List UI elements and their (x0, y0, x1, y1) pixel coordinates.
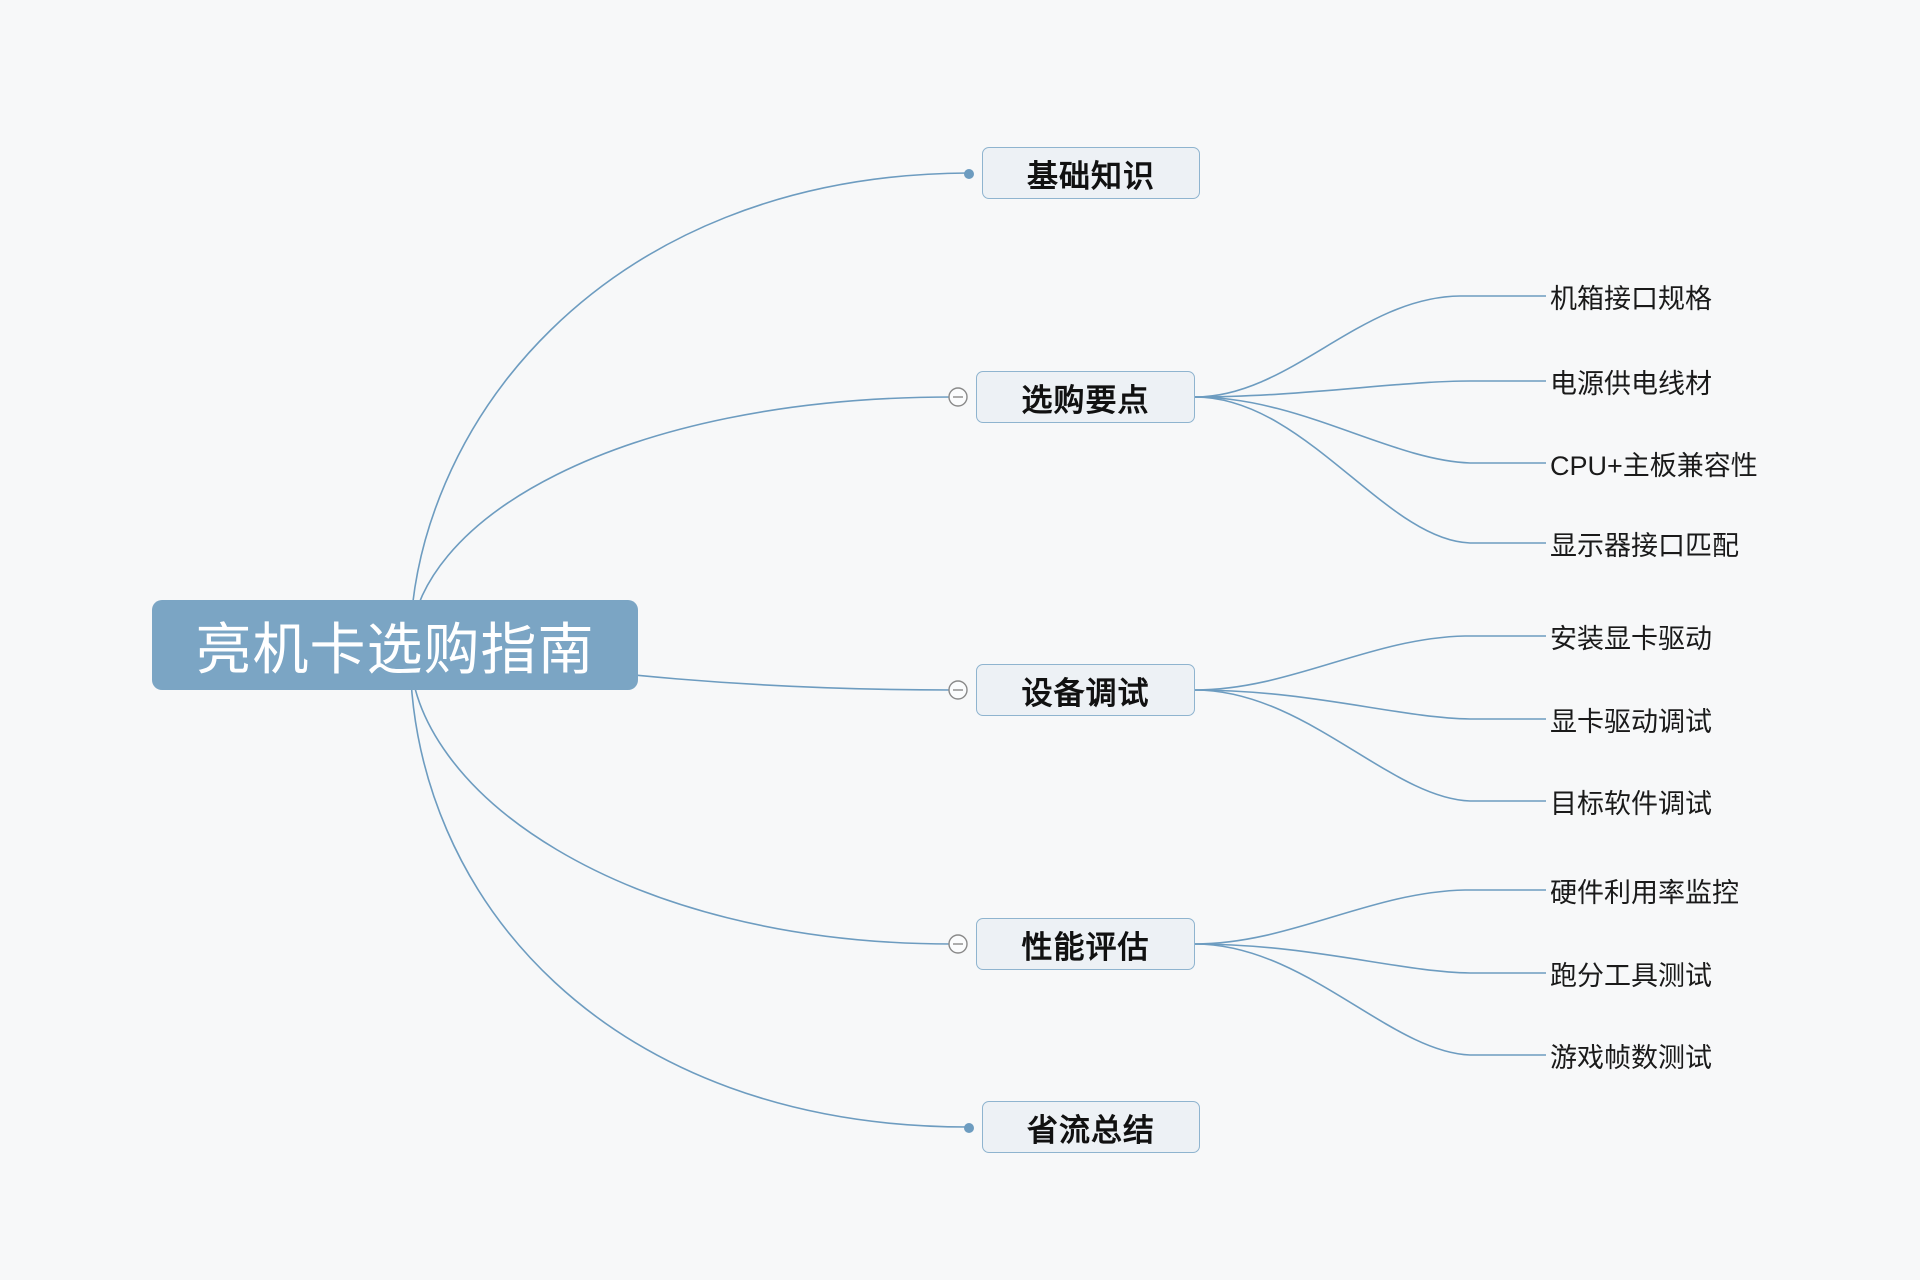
branch-node-xuangouyaodian[interactable]: 选购要点 (976, 371, 1195, 423)
leaf-node-label: 安装显卡驱动 (1550, 623, 1712, 654)
edge-root-to-jichuzhishi (409, 172, 969, 651)
bullet-dot-jichuzhishi (962, 167, 976, 181)
branch-node-shebeitiaoshi[interactable]: 设备调试 (976, 664, 1195, 716)
circle-minus-icon-xingnengpinggu[interactable] (947, 933, 969, 955)
leaf-node-jixiangjiekouguige[interactable]: 机箱接口规格 (1550, 276, 1712, 316)
leaf-node-label: 电源供电线材 (1550, 368, 1712, 399)
leaf-node-anzhuangxiankaquudong[interactable]: 安装显卡驱动 (1550, 616, 1712, 656)
leaf-node-label: CPU+主板兼容性 (1550, 450, 1758, 481)
edge-shebeitiaoshi-to-xiankaquudongtiaoshi (1194, 689, 1546, 720)
edge-shebeitiaoshi-to-anzhuangxiankaquudong (1194, 635, 1546, 691)
leaf-node-mubiaoruanjiantiaoshi[interactable]: 目标软件调试 (1550, 781, 1712, 821)
leaf-node-xianshiqijiekoupipei[interactable]: 显示器接口匹配 (1550, 523, 1739, 563)
circle-minus-icon-shebeitiaoshi[interactable] (947, 679, 969, 701)
root-node-label: 亮机卡选购指南 (195, 617, 595, 681)
leaf-node-dianyuangongdianxiancai[interactable]: 电源供电线材 (1550, 361, 1712, 401)
edge-xingnengpinggu-to-youxizhenshuceshi (1194, 943, 1546, 1056)
edge-shebeitiaoshi-to-mubiaoruanjiantiaoshi (1194, 689, 1546, 802)
leaf-node-youxizhenshuceshi[interactable]: 游戏帧数测试 (1550, 1035, 1712, 1075)
edge-xuangouyaodian-to-dianyuangongdianxiancai (1194, 380, 1546, 398)
leaf-node-paofengongjuceshi[interactable]: 跑分工具测试 (1550, 953, 1712, 993)
leaf-node-yingjianliyonglvjiankong[interactable]: 硬件利用率监控 (1550, 870, 1739, 910)
branch-node-label: 选购要点 (1021, 382, 1150, 418)
branch-node-shengliuzongjie[interactable]: 省流总结 (982, 1101, 1200, 1153)
circle-minus-icon-xuangouyaodian[interactable] (947, 386, 969, 408)
edge-root-to-xingnengpinggu (409, 649, 953, 945)
leaf-node-label: 游戏帧数测试 (1550, 1042, 1712, 1073)
branch-node-label: 性能评估 (1021, 929, 1150, 965)
edge-xingnengpinggu-to-yingjianliyonglvjiankong (1194, 889, 1546, 945)
branch-node-jichuzhishi[interactable]: 基础知识 (982, 147, 1200, 199)
leaf-node-label: 目标软件调试 (1550, 788, 1712, 819)
edge-xingnengpinggu-to-paofengongjuceshi (1194, 943, 1546, 974)
leaf-node-cpu-zhuban-jianrongxing[interactable]: CPU+主板兼容性 (1550, 443, 1758, 483)
branch-node-label: 基础知识 (1027, 158, 1155, 194)
root-node[interactable]: 亮机卡选购指南 (152, 600, 638, 690)
edge-xuangouyaodian-to-jixiangjiekouguige (1194, 295, 1546, 398)
branch-node-label: 省流总结 (1027, 1112, 1155, 1148)
leaf-node-label: 显示器接口匹配 (1550, 530, 1739, 561)
leaf-node-label: 机箱接口规格 (1550, 283, 1712, 314)
edge-xuangouyaodian-to-cpu-zhuban (1194, 396, 1546, 464)
leaf-node-label: 跑分工具测试 (1550, 960, 1712, 991)
leaf-node-label: 显卡驱动调试 (1550, 706, 1712, 737)
bullet-dot-shengliuzongjie (962, 1121, 976, 1135)
leaf-node-label: 硬件利用率监控 (1550, 877, 1739, 908)
edge-root-to-shengliuzongjie (409, 649, 969, 1128)
branch-node-label: 设备调试 (1021, 675, 1150, 711)
branch-node-xingnengpinggu[interactable]: 性能评估 (976, 918, 1195, 970)
edge-xuangouyaodian-to-xianshiqijiekoupipei (1194, 396, 1546, 544)
leaf-node-xiankaquudongtiaoshi[interactable]: 显卡驱动调试 (1550, 699, 1712, 739)
